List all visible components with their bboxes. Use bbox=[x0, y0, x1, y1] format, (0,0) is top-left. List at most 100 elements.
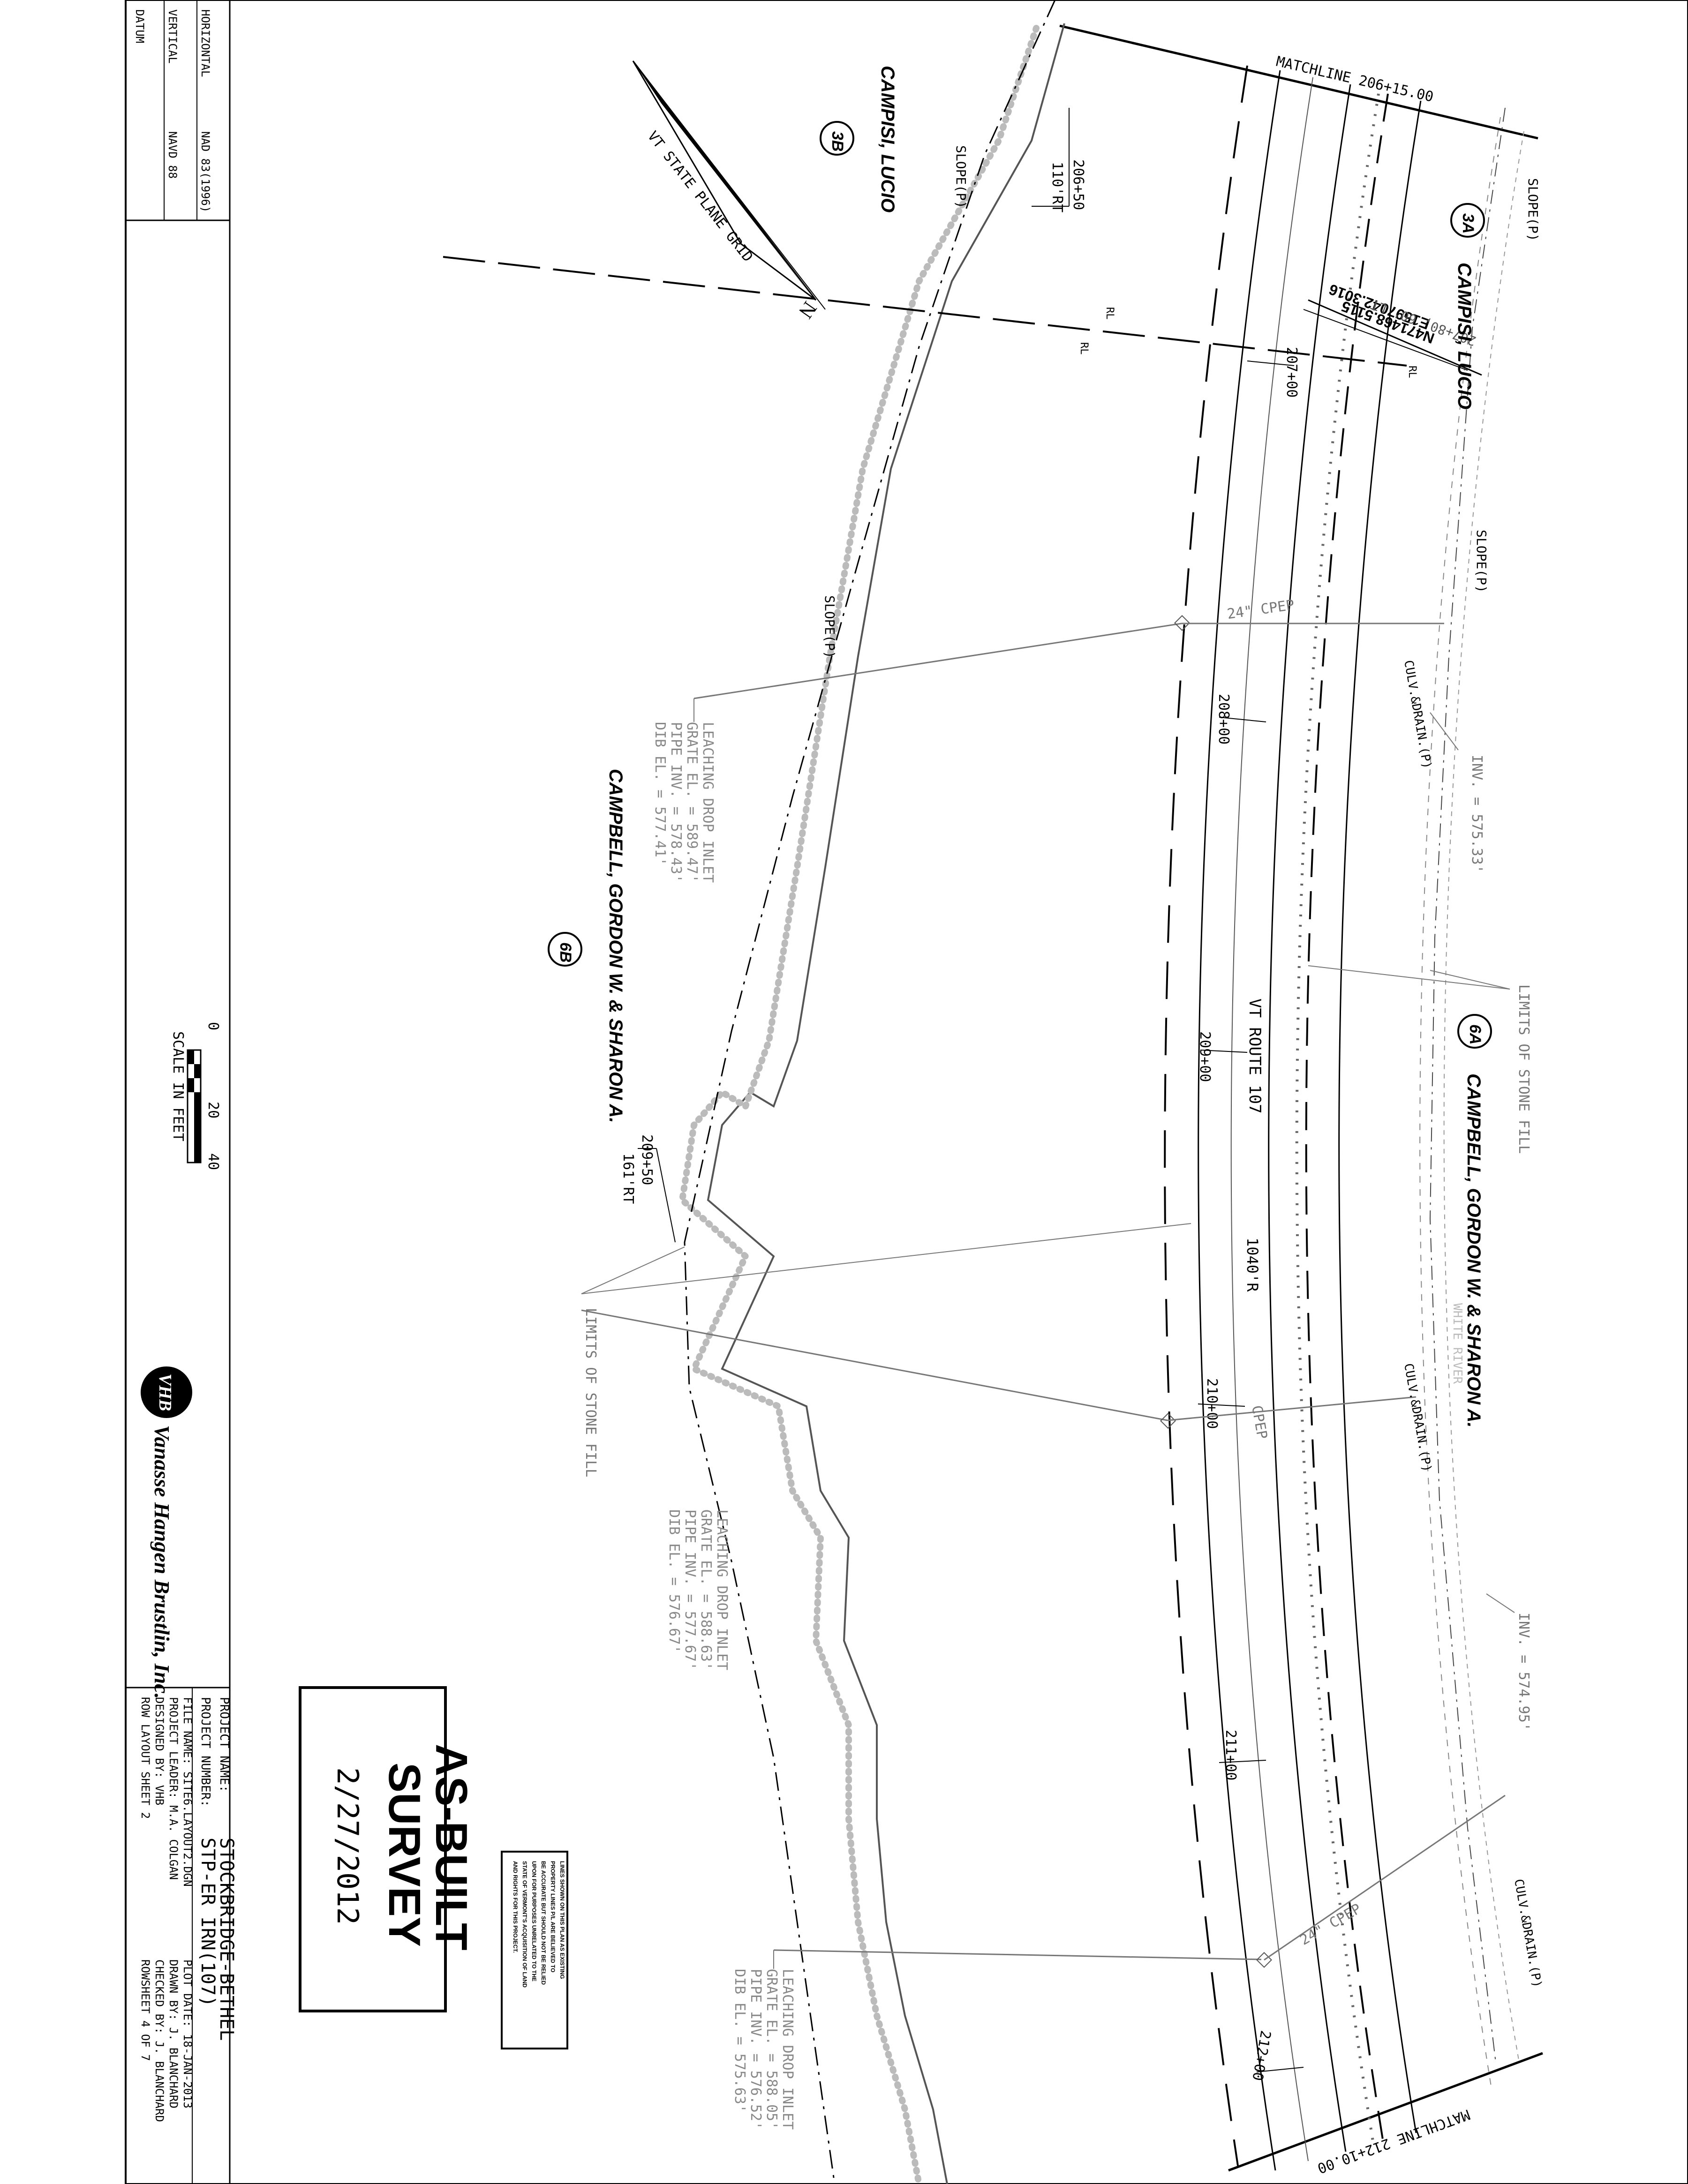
note-line-1: LINES SHOWN ON THIS PLAN AS EXISTING bbox=[559, 1861, 565, 1979]
inlet-callout-1: LEACHING DROP INLET GRATE EL. = 589.47' … bbox=[652, 698, 716, 883]
inv-label-1: INV. = 575.33' bbox=[1469, 755, 1485, 873]
parcel-3a-tag-text: 3A bbox=[1459, 213, 1477, 233]
station-212: 212+00 bbox=[1249, 2029, 1274, 2082]
checked-by: CHECKED BY: J. BLANCHARD bbox=[153, 1959, 166, 2122]
property-line-2 bbox=[1308, 299, 1482, 376]
row-sheet: ROWSHEET 4 OF 7 bbox=[139, 1959, 152, 2061]
project-number: STP-ER IRN(107) bbox=[197, 1838, 219, 2007]
matchline-top bbox=[1059, 24, 1538, 140]
row-layout: ROW LAYOUT SHEET 2 bbox=[139, 1697, 152, 1819]
station-offset-206: 206+50 110'RT bbox=[1032, 108, 1086, 212]
project-number-label: PROJECT NUMBER: bbox=[198, 1697, 212, 1807]
inlet-callout-3: LEACHING DROP INLET GRATE EL. = 588.05' … bbox=[731, 1950, 796, 2130]
drawn-by: DRAWN BY: J. BLANCHARD bbox=[167, 1959, 180, 2109]
scale-tick-40: 40 bbox=[205, 1153, 221, 1170]
slope-label-3: SLOPE(P) bbox=[953, 145, 969, 209]
note-line-3: BE ACCURATE BUT SHOULD NOT BE RELIED bbox=[540, 1861, 547, 1985]
title-block: PROJECT NAME: STOCKBRIDGE-BETHEL PROJECT… bbox=[139, 1688, 237, 2184]
slope-label-1: SLOPE(P) bbox=[1525, 178, 1541, 241]
station-207: 207+00 bbox=[1283, 347, 1300, 398]
culv-drain-1: CULV.&DRAIN.(P) bbox=[1401, 659, 1434, 770]
station-offset-209: 209+50 161'RT bbox=[620, 1134, 676, 1243]
fence-line bbox=[1295, 93, 1380, 2147]
inv-label-2: INV. = 574.95' bbox=[1515, 1613, 1532, 1731]
station-211: 211+00 bbox=[1222, 1730, 1239, 1780]
inlet-3-pipe: PIPE INV. = 576.52' bbox=[747, 1969, 764, 2130]
designed-by: DESIGNED BY: VHB bbox=[153, 1697, 166, 1805]
rl-marker-2: RL bbox=[1078, 342, 1090, 355]
note-line-2: PROPERTY LINES P/L ARE BELIEVED TO bbox=[550, 1861, 556, 1973]
right-of-way-line-left bbox=[684, 0, 1056, 2184]
scale-tick-0: 0 bbox=[205, 1022, 221, 1030]
right-of-way-line-right bbox=[1429, 107, 1506, 2063]
note-line-6: AND RIGHTS FOR THIS PROJECT. bbox=[512, 1861, 519, 1953]
matchline-top-label: MATCHLINE 206+15.00 bbox=[1274, 53, 1435, 105]
project-leader: PROJECT LEADER: M.A. COLGAN bbox=[167, 1697, 180, 1880]
north-letter: N bbox=[794, 297, 821, 323]
parcel-6a-owner: CAMPBELL, GORDON W. & SHARON A. bbox=[1463, 1073, 1484, 1428]
sheet-border bbox=[125, 0, 1688, 2184]
limits-stone-fill-right: LIMITS OF STONE FILL bbox=[1515, 984, 1532, 1154]
rl-marker-1: RL bbox=[1104, 307, 1115, 320]
parcel-tag-6a: 6A bbox=[1457, 1014, 1492, 1049]
datum-header: DATUM bbox=[133, 9, 146, 43]
slope-label-2: SLOPE(P) bbox=[1474, 530, 1489, 593]
limits-stone-fill-leader-right bbox=[1308, 965, 1510, 990]
parcel-tag-3b: 3B bbox=[820, 121, 854, 156]
parcel-3b-tag-text: 3B bbox=[829, 131, 846, 151]
culvert-1: 24" CPEP bbox=[693, 597, 1444, 699]
parcel-tag-3a: 3A bbox=[1450, 203, 1485, 238]
inlet-1-title: LEACHING DROP INLET bbox=[700, 722, 716, 883]
stone-fill-boundary bbox=[707, 23, 1065, 2184]
parcel-tag-6b: 6B bbox=[548, 932, 582, 967]
matchline-bottom bbox=[1228, 2052, 1543, 2172]
culv-drain-3: CULV.&DRAIN.(P) bbox=[1511, 1878, 1544, 1989]
limits-stone-fill-left: LIMITS OF STONE FILL bbox=[582, 1308, 599, 1477]
station-offset-209-value: 161'RT bbox=[620, 1153, 636, 1204]
road-name: VT ROUTE 107 bbox=[1245, 998, 1264, 1114]
road-alignment bbox=[1164, 65, 1524, 2171]
station-offset-209-station: 209+50 bbox=[639, 1134, 655, 1185]
parcel-3a-owner: CAMPISI, LUCIO bbox=[1454, 263, 1475, 409]
inlet-3-dib: DIB EL. = 575.63' bbox=[731, 1969, 748, 2113]
station-210: 210+00 bbox=[1204, 1378, 1220, 1429]
scale-tick-20: 20 bbox=[205, 1102, 221, 1118]
inlet-1-dib: DIB EL. = 577.41' bbox=[652, 722, 668, 866]
inlet-2-grate: GRATE EL. = 588.63' bbox=[698, 1509, 714, 1670]
matchline-bottom-label: MATCHLINE 212+10.00 bbox=[1315, 2106, 1472, 2176]
datum-box: DATUM VERTICAL NAVD 88 HORIZONTAL NAD 83… bbox=[125, 0, 231, 221]
as-built-stamp: AS-BUILT SURVEY 2/27/2012 bbox=[299, 1686, 476, 2012]
company-name: Vanasse Hangen Brustlin, Inc. bbox=[150, 1425, 174, 1699]
station-209: 209+00 bbox=[1197, 1031, 1213, 1082]
cpep-label-1: 24" CPEP bbox=[1226, 597, 1296, 623]
slope-label-4: SLOPE(P) bbox=[822, 595, 837, 659]
inlet-2-title: LEACHING DROP INLET bbox=[714, 1509, 730, 1670]
vhb-logo-text: VHB bbox=[155, 1373, 175, 1411]
inlet-2-pipe: PIPE INV. = 577.67' bbox=[682, 1509, 698, 1670]
limits-stone-fill-leader-left bbox=[581, 1223, 1191, 1294]
file-name: FILE NAME: SITE6.LAYOUT2.DGN bbox=[181, 1697, 194, 1887]
inlet-2-dib: DIB EL. = 576.67' bbox=[666, 1509, 682, 1653]
inlet-3-grate: GRATE EL. = 588.05' bbox=[763, 1969, 780, 2130]
inlet-1-pipe: PIPE INV. = 578.43' bbox=[668, 722, 684, 883]
scale-bar: 0 20 40 SCALE IN FEET bbox=[170, 1022, 221, 1170]
datum-horizontal-value: NAD 83(1996) bbox=[199, 131, 212, 212]
culvert-2: CPEP bbox=[581, 1309, 1417, 1441]
rl-marker-3: RL bbox=[1406, 366, 1418, 378]
note-line-4: UPON FOR PURPOSES UNRELATED TO THE bbox=[531, 1861, 537, 1981]
station-offset-206-station: 206+50 bbox=[1070, 159, 1086, 210]
cpep-label-2: CPEP bbox=[1248, 1404, 1270, 1440]
stone-fill-scallops bbox=[678, 25, 1040, 2184]
parcel-6a-tag-text: 6A bbox=[1466, 1024, 1484, 1044]
inlet-1-grate: GRATE EL. = 589.47' bbox=[684, 722, 700, 883]
stamp-line-2: SURVEY bbox=[379, 1763, 430, 1947]
road-radius: 1040'R bbox=[1243, 1238, 1261, 1292]
datum-vertical-value: NAVD 88 bbox=[166, 131, 179, 179]
plot-date: PLOT DATE: 18-JAN-2013 bbox=[181, 1959, 194, 2109]
river-name: WHITE RIVER bbox=[1450, 1303, 1464, 1384]
culv-drain-2: CULV.&DRAIN.(P) bbox=[1401, 1362, 1434, 1473]
note-line-5: STATE OF VERMONT'S ACQUISITION OF LAND bbox=[521, 1861, 528, 1988]
datum-vertical-label: VERTICAL bbox=[166, 9, 179, 64]
inlet-callout-2: LEACHING DROP INLET GRATE EL. = 588.63' … bbox=[666, 1509, 730, 1670]
